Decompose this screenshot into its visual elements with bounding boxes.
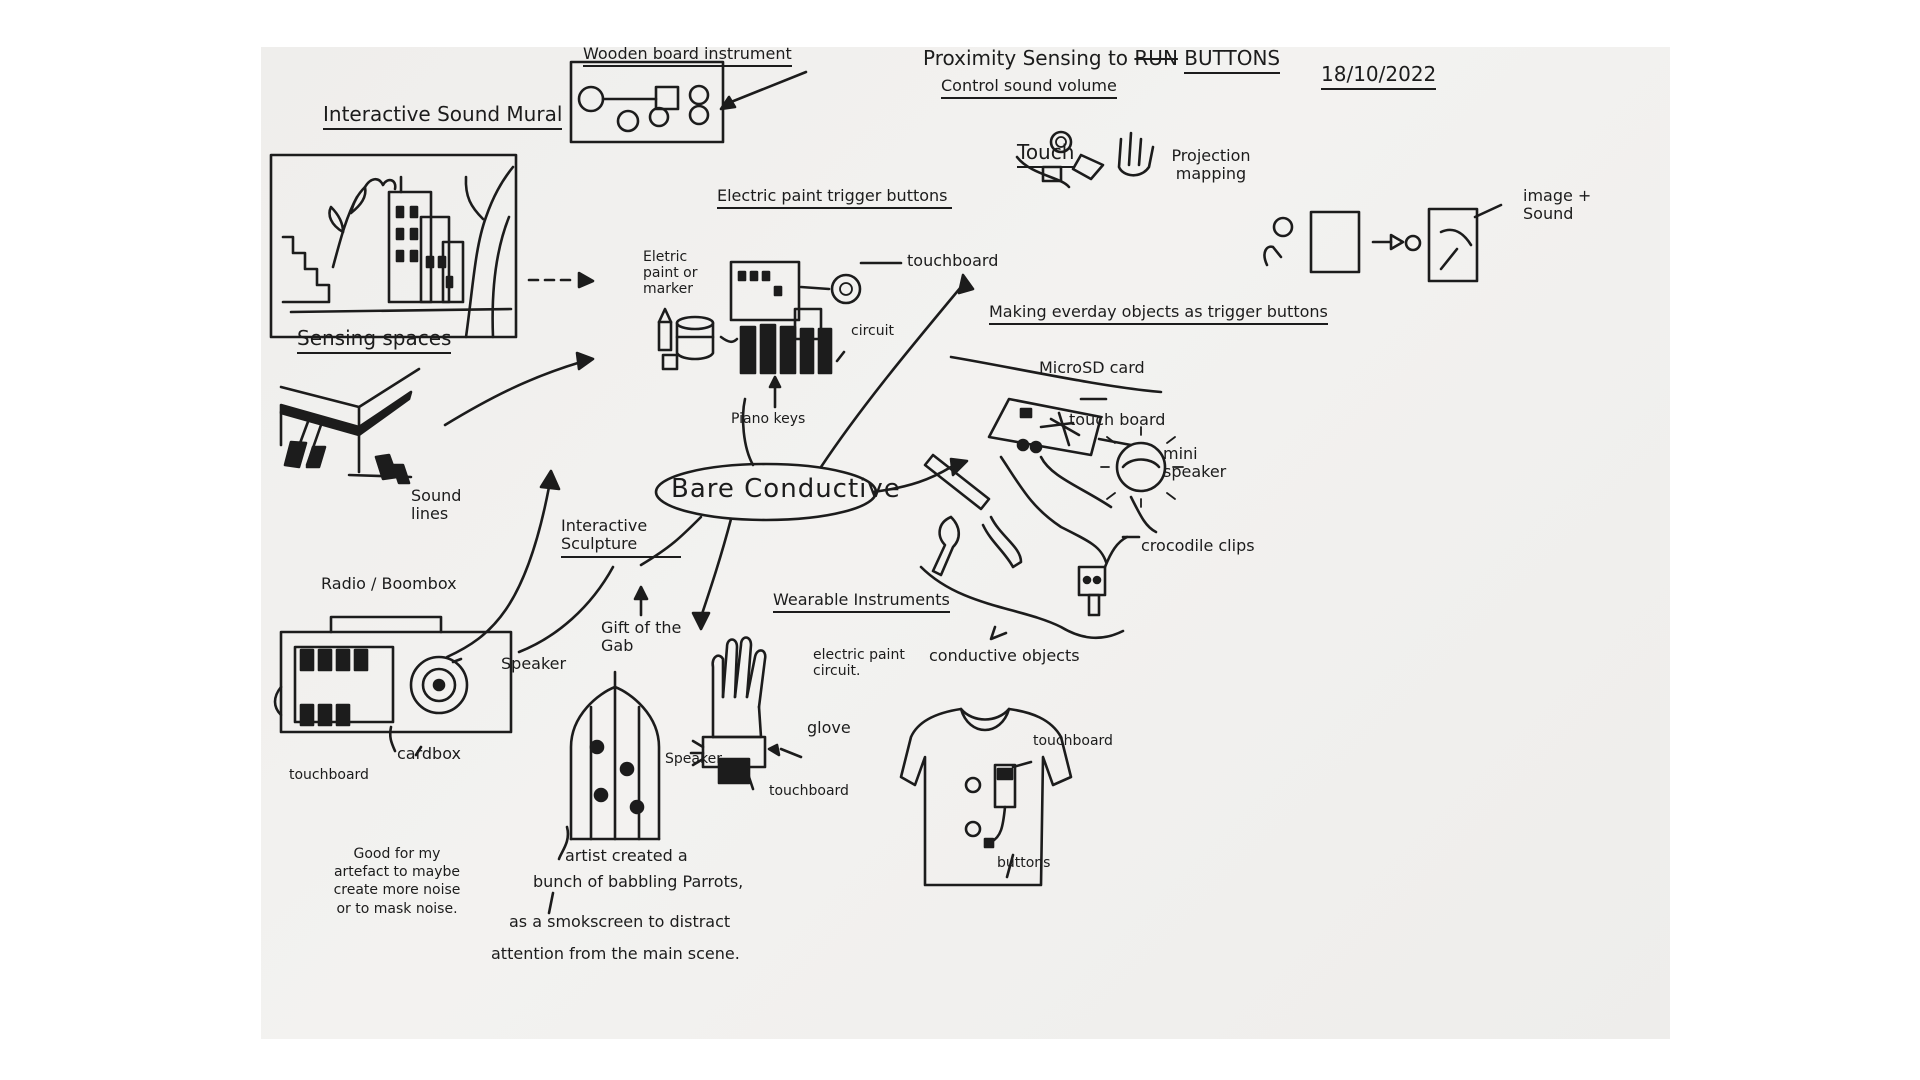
- projection-drawing: [1263, 203, 1503, 283]
- proximity-struck-word: RUN: [1134, 47, 1178, 70]
- conductive-objects-label: conductive objects: [929, 646, 1080, 665]
- proximity-line2: Control sound volume: [941, 76, 1117, 100]
- topic-wearable-instruments: Wearable Instruments: [773, 590, 950, 614]
- topic-interactive-sound-mural: Interactive Sound Mural: [323, 103, 563, 130]
- mini-speaker-label: mini speaker: [1163, 444, 1227, 482]
- sensing-spaces-drawing: [279, 367, 421, 485]
- topic-sensing-spaces: Sensing spaces: [297, 327, 452, 354]
- parrots-note-1: artist created a: [565, 846, 688, 865]
- touchboard-glove-label: touchboard: [769, 783, 849, 799]
- sketch-paper: Interactive Sound Mural Wooden board ins…: [261, 47, 1670, 1039]
- topic-electric-paint-buttons: Electric paint trigger buttons: [717, 186, 952, 210]
- glove-drawing: [689, 636, 803, 791]
- everyday-objects-drawing: [919, 355, 1184, 641]
- speaker-radio-label: Speaker: [501, 654, 567, 673]
- radio-drawing: [273, 615, 513, 753]
- touchboard-radio-label: touchboard: [289, 767, 369, 783]
- sweater-drawing: [899, 707, 1073, 887]
- gift-of-the-gab-label: Gift of the Gab: [601, 618, 682, 656]
- glove-label: glove: [807, 718, 851, 737]
- microsd-label: MicroSD card: [1039, 358, 1145, 377]
- proximity-text: Proximity Sensing to: [923, 47, 1129, 70]
- parrots-note-3: as a smokscreen to distract: [509, 912, 731, 931]
- touch-board-label: touch board: [1069, 410, 1166, 429]
- topic-radio-boombox: Radio / Boombox: [321, 574, 457, 593]
- date: 18/10/2022: [1321, 63, 1437, 90]
- center-label: Bare Conductive: [671, 474, 901, 504]
- paint-marker-label: Eletric paint or marker: [643, 249, 698, 298]
- sound-lines-label: Sound lines: [411, 486, 462, 524]
- topic-wooden-board-instrument: Wooden board instrument: [583, 47, 792, 68]
- parrots-note-4: attention from the main scene.: [491, 944, 740, 963]
- topic-touch: Touch: [1017, 141, 1075, 168]
- proximity-buttons: BUTTONS: [1184, 47, 1281, 74]
- piano-keys-label: Piano keys: [731, 411, 806, 427]
- speaker-glove-label: Speaker: [665, 751, 722, 767]
- buttons-label: buttons: [997, 855, 1051, 871]
- crocodile-clips-label: crocodile clips: [1141, 536, 1255, 555]
- proximity-line1: Proximity Sensing to RUN BUTTONS: [923, 47, 1281, 74]
- topic-everyday-objects: Making everday objects as trigger button…: [989, 302, 1328, 326]
- wooden-board-drawing: [569, 60, 725, 144]
- topic-interactive-sculpture: Interactive Sculpture: [561, 516, 681, 558]
- cardbox-label: cardbox: [397, 744, 461, 763]
- birdcage-drawing: [557, 670, 661, 861]
- circuit-label: circuit: [851, 323, 894, 339]
- touchboard-top-label: touchboard: [907, 251, 999, 270]
- mural-drawing: [269, 153, 518, 339]
- topic-projection-mapping: Projection mapping: [1171, 146, 1251, 184]
- good-for-note: Good for my artefact to maybe create mor…: [333, 846, 461, 917]
- touchboard-sweater-label: touchboard: [1033, 733, 1113, 749]
- sketch-drawings: [269, 60, 1503, 915]
- image-sound-label: image + Sound: [1523, 186, 1592, 224]
- paint-buttons-drawing: [657, 260, 903, 409]
- parrots-note-2: bunch of babbling Parrots,: [533, 872, 744, 891]
- glove-paint-label: electric paint circuit.: [813, 647, 905, 680]
